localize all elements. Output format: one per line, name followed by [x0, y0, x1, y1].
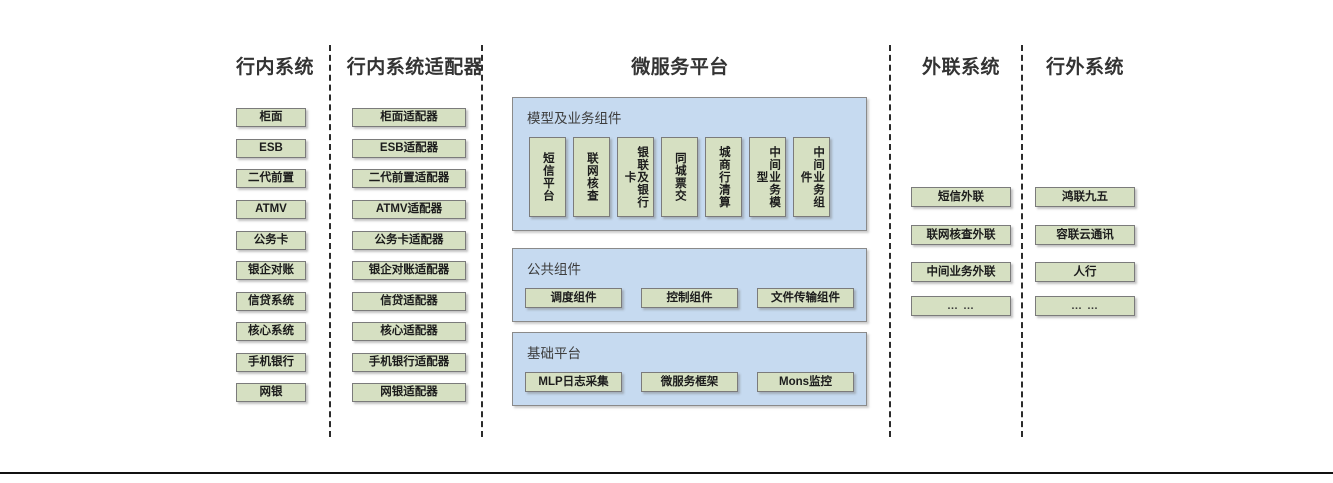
column-title-outside-systems: 行外系统	[1045, 57, 1124, 78]
node-model-component[interactable]: 中间业务模型	[749, 137, 786, 217]
divider-external-outside	[1021, 45, 1023, 437]
node-intra-system[interactable]: 公务卡	[236, 231, 306, 250]
node-intra-system[interactable]: 信贷系统	[236, 292, 306, 311]
node-public-component[interactable]: 控制组件	[641, 288, 738, 308]
column-title-intra-adapters: 行内系统适配器	[346, 57, 484, 78]
panel-public-components: 公共组件	[512, 248, 867, 322]
node-intra-system[interactable]: 网银	[236, 383, 306, 402]
panel-base-platform: 基础平台	[512, 332, 867, 406]
node-intra-adapter[interactable]: 二代前置适配器	[352, 169, 466, 188]
node-base-platform-component[interactable]: Mons监控	[757, 372, 854, 392]
node-outside-system[interactable]: 人行	[1035, 262, 1135, 282]
node-external-link-system[interactable]: 短信外联	[911, 187, 1011, 207]
node-external-link-system[interactable]: 中间业务外联	[911, 262, 1011, 282]
node-outside-system[interactable]: 容联云通讯	[1035, 225, 1135, 245]
node-external-link-system[interactable]: … …	[911, 296, 1011, 316]
node-intra-system[interactable]: 手机银行	[236, 353, 306, 372]
panel-label-model-business-components: 模型及业务组件	[527, 111, 622, 126]
panel-label-base-platform: 基础平台	[527, 346, 581, 361]
divider-adapters-platform	[481, 45, 483, 437]
node-public-component[interactable]: 调度组件	[525, 288, 622, 308]
node-model-component[interactable]: 同城票交	[661, 137, 698, 217]
node-base-platform-component[interactable]: MLP日志采集	[525, 372, 622, 392]
node-intra-system[interactable]: ATMV	[236, 200, 306, 219]
column-title-external-link-systems: 外联系统	[921, 57, 1000, 78]
node-intra-system[interactable]: 银企对账	[236, 261, 306, 280]
node-outside-system[interactable]: … …	[1035, 296, 1135, 316]
node-intra-adapter[interactable]: 手机银行适配器	[352, 353, 466, 372]
node-public-component[interactable]: 文件传输组件	[757, 288, 854, 308]
node-external-link-system[interactable]: 联网核查外联	[911, 225, 1011, 245]
node-intra-adapter[interactable]: ATMV适配器	[352, 200, 466, 219]
node-intra-adapter[interactable]: 核心适配器	[352, 322, 466, 341]
divider-platform-external	[889, 45, 891, 437]
node-intra-system[interactable]: 二代前置	[236, 169, 306, 188]
node-base-platform-component[interactable]: 微服务框架	[641, 372, 738, 392]
node-model-component[interactable]: 银联及银行卡	[617, 137, 654, 217]
panel-label-public-components: 公共组件	[527, 262, 581, 277]
node-intra-system[interactable]: 柜面	[236, 108, 306, 127]
bottom-divider-rule	[0, 472, 1333, 474]
node-intra-system[interactable]: 核心系统	[236, 322, 306, 341]
node-model-component[interactable]: 联网核查	[573, 137, 610, 217]
node-intra-adapter[interactable]: 网银适配器	[352, 383, 466, 402]
node-model-component[interactable]: 短信平台	[529, 137, 566, 217]
node-intra-system[interactable]: ESB	[236, 139, 306, 158]
node-intra-adapter[interactable]: 柜面适配器	[352, 108, 466, 127]
node-intra-adapter[interactable]: 银企对账适配器	[352, 261, 466, 280]
node-intra-adapter[interactable]: 公务卡适配器	[352, 231, 466, 250]
node-model-component[interactable]: 中间业务组件	[793, 137, 830, 217]
divider-intra-systems-adapters	[329, 45, 331, 437]
column-title-microservice-platform: 微服务平台	[631, 57, 729, 78]
node-model-component[interactable]: 城商行清算	[705, 137, 742, 217]
column-title-intra-systems: 行内系统	[235, 57, 314, 78]
node-outside-system[interactable]: 鸿联九五	[1035, 187, 1135, 207]
node-intra-adapter[interactable]: 信贷适配器	[352, 292, 466, 311]
node-intra-adapter[interactable]: ESB适配器	[352, 139, 466, 158]
